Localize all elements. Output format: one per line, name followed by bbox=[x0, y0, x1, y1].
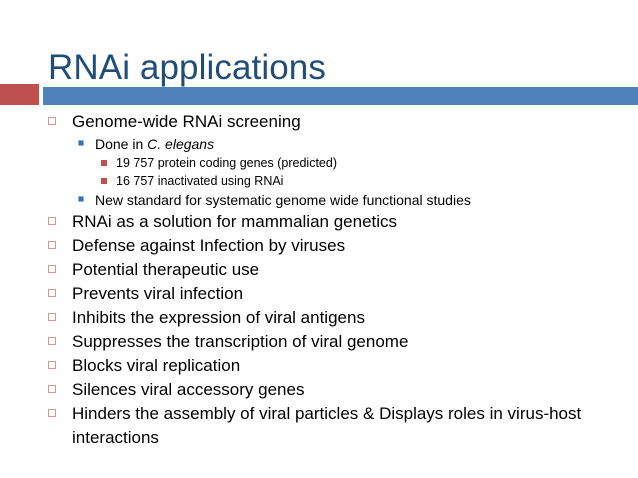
solid-red-square-bullet-icon bbox=[101, 154, 116, 166]
hollow-red-square-bullet-icon bbox=[48, 110, 72, 125]
list-item-label: 16 757 inactivated using RNAi bbox=[116, 174, 284, 188]
list-item: 16 757 inactivated using RNAi bbox=[0, 172, 638, 190]
list-item: Blocks viral replication bbox=[0, 354, 638, 378]
hollow-red-square-bullet-icon bbox=[48, 378, 72, 393]
list-item-label: Inhibits the expression of viral antigen… bbox=[72, 308, 365, 327]
blue-square-bullet-icon bbox=[78, 134, 95, 146]
list-item: Inhibits the expression of viral antigen… bbox=[0, 306, 638, 330]
list-item: Silences viral accessory genes bbox=[0, 378, 638, 402]
blue-square-bullet-icon bbox=[78, 190, 95, 202]
solid-red-square-bullet-icon bbox=[101, 172, 116, 184]
bullet-list: Genome-wide RNAi screening Done in C. el… bbox=[0, 110, 638, 450]
list-item-label: Hinders the assembly of viral particles … bbox=[72, 404, 582, 447]
hollow-red-square-bullet-icon bbox=[48, 306, 72, 321]
list-item-label: Potential therapeutic use bbox=[72, 260, 260, 279]
accent-bar-blue bbox=[43, 87, 638, 105]
list-item: Defense against Infection by viruses bbox=[0, 234, 638, 258]
list-item-label-plain: Done in bbox=[95, 136, 148, 152]
list-item: Prevents viral infection bbox=[0, 282, 638, 306]
list-item-label: Defense against Infection by viruses bbox=[72, 236, 346, 255]
list-item: New standard for systematic genome wide … bbox=[0, 190, 638, 210]
list-item-label: Suppresses the transcription of viral ge… bbox=[72, 332, 409, 351]
list-item: Hinders the assembly of viral particles … bbox=[0, 402, 638, 450]
list-item-label: Done in C. elegans bbox=[95, 134, 214, 154]
list-item: Suppresses the transcription of viral ge… bbox=[0, 330, 638, 354]
hollow-red-square-bullet-icon bbox=[48, 330, 72, 345]
list-item: 19 757 protein coding genes (predicted) bbox=[0, 154, 638, 172]
list-item-label: 19 757 protein coding genes (predicted) bbox=[116, 156, 337, 170]
list-item: Done in C. elegans bbox=[0, 134, 638, 154]
list-item-label: Prevents viral infection bbox=[72, 284, 244, 303]
hollow-red-square-bullet-icon bbox=[48, 234, 72, 249]
list-item: RNAi as a solution for mammalian genetic… bbox=[0, 210, 638, 234]
hollow-red-square-bullet-icon bbox=[48, 210, 72, 225]
list-item-label: Blocks viral replication bbox=[72, 356, 241, 375]
hollow-red-square-bullet-icon bbox=[48, 282, 72, 297]
list-item: Genome-wide RNAi screening bbox=[0, 110, 638, 134]
hollow-red-square-bullet-icon bbox=[48, 354, 72, 369]
list-item-label-italic: C. elegans bbox=[147, 136, 215, 152]
list-item-label: Silences viral accessory genes bbox=[72, 380, 305, 399]
hollow-red-square-bullet-icon bbox=[48, 258, 72, 273]
list-item-label: New standard for systematic genome wide … bbox=[95, 192, 471, 208]
accent-bar-red bbox=[0, 84, 39, 105]
hollow-red-square-bullet-icon bbox=[48, 402, 72, 417]
list-item-label: Genome-wide RNAi screening bbox=[72, 112, 301, 131]
page-title: RNAi applications bbox=[48, 48, 326, 88]
list-item-label: RNAi as a solution for mammalian genetic… bbox=[72, 212, 398, 231]
list-item: Potential therapeutic use bbox=[0, 258, 638, 282]
